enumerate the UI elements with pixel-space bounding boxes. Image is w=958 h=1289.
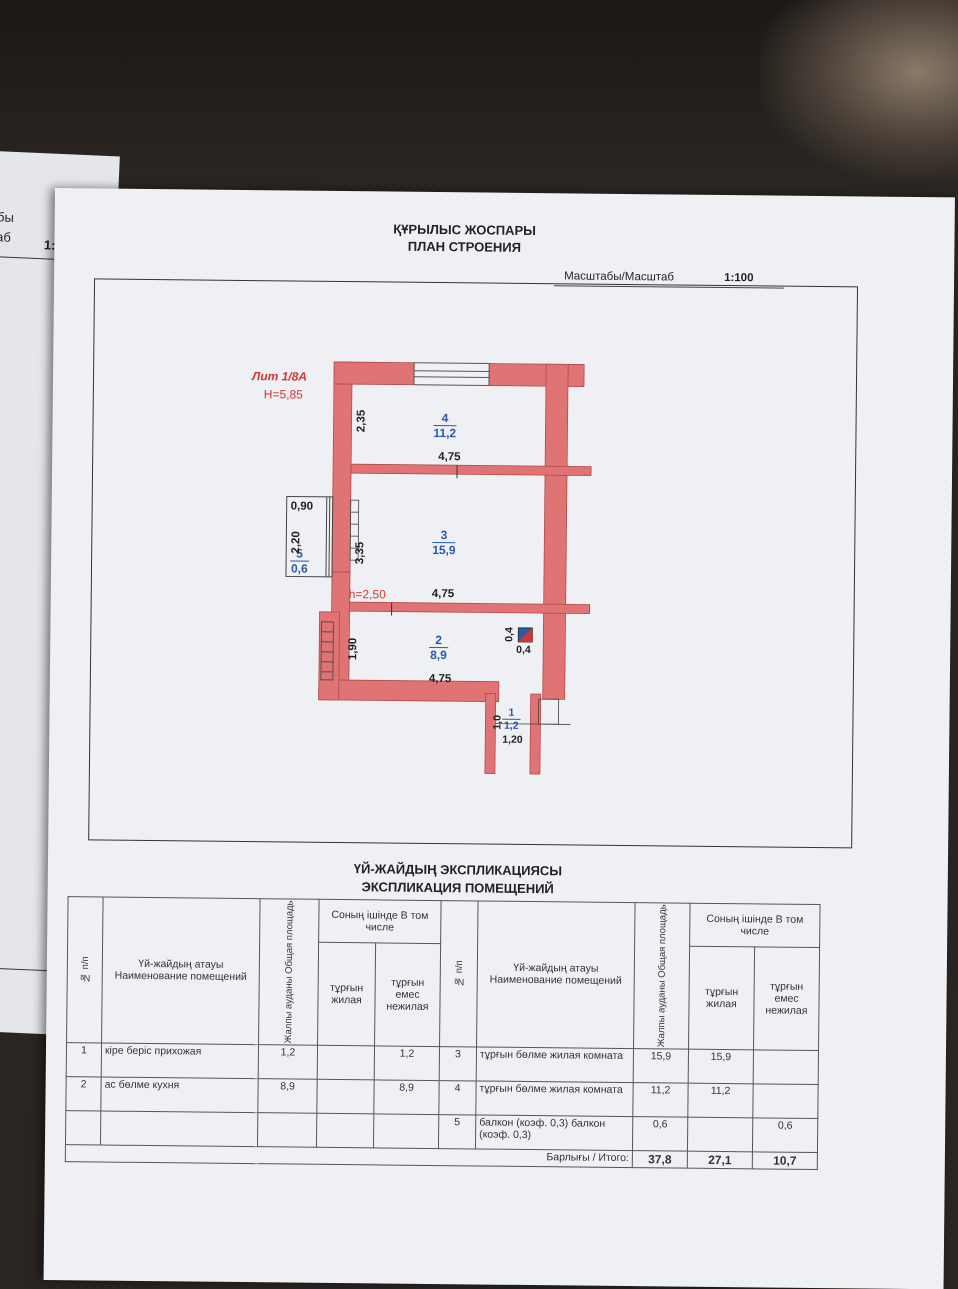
scale-label: Масштабы/Масштаб [564,270,674,283]
room-2: 2 8,9 [429,633,448,662]
room-3: 3 15,9 [432,528,456,557]
room-4-number: 4 [434,411,457,426]
background-lamp-glow [760,0,958,180]
dim-room4-width: 4,75 [438,451,461,463]
floor-plan [89,279,857,847]
room-4-area: 11,2 [433,426,456,440]
dim-balcony-width: 0,90 [291,500,314,512]
col-nonliving: тұрғын емес нежилая [375,943,441,1047]
col-living: тұрғын жилая [318,942,376,1045]
col-total-2: Жалпы ауданы Общая площадь [634,903,691,1049]
document-sheet: ҚҰРЫЛЫС ЖОСПАРЫ ПЛАН СТРОЕНИЯ Масштабы/М… [44,188,955,1289]
scale-row: Масштабы/Масштаб 1:100 [564,270,674,283]
dim-room3-depth: 3,35 [354,542,366,565]
room-1-area: 1,2 [504,720,519,732]
room-2-number: 2 [429,633,448,648]
room-4: 4 11,2 [433,411,456,440]
col-num: № п/п [67,897,104,1043]
dim-room3-width: 4,75 [432,588,455,600]
room-1-number: 1 [502,707,520,720]
room-5-area: 0,6 [291,561,308,575]
col-num-2: № п/п [440,901,479,1047]
dim-room2-width: 4,75 [429,673,452,685]
dim-balcony-length: 2,20 [290,531,302,554]
scale-value: 1:100 [724,272,754,284]
dim-chimney: 0,4 [516,644,531,656]
room-2-area: 8,9 [430,648,447,662]
total-nonliving: 10,7 [752,1152,817,1170]
room-3-number: 3 [432,528,456,543]
dim-room4-depth: 2,35 [355,410,367,433]
left-page-text-1: бы [0,209,14,225]
plan-lit-label: Лит 1/8А [252,369,307,384]
dim-room2-depth: 1,90 [347,638,359,661]
dim-chimney-v: 0,4 [503,627,515,642]
dim-room1-depth: 1,0 [491,715,503,730]
plan-height-label: H=5,85 [264,387,303,401]
total-area: 37,8 [632,1150,687,1168]
room-3-area: 15,9 [432,543,456,557]
left-page-text-2: аб [0,229,11,245]
room-1: 1 1,2 [502,707,520,732]
plan-frame: Лит 1/8А H=5,85 h=2,50 4 11,2 3 15,9 5 0… [88,278,858,848]
col-name: Үй-жайдың атауы Наименование помещений [102,897,261,1044]
col-name-2: Үй-жайдың атауы Наименование помещений [477,901,636,1048]
col-living-2: тұрғын жилая [689,946,755,1050]
total-living: 27,1 [687,1151,752,1169]
explication-table: № п/п Үй-жайдың атауы Наименование помещ… [65,896,821,1170]
plan-subheight-label: h=2,50 [349,587,386,601]
table-header-row: № п/п Үй-жайдың атауы Наименование помещ… [68,897,820,948]
col-incl: Соның ішінде В том числе [319,899,441,943]
col-nonliving-2: тұрғын емес нежилая [754,947,820,1051]
dim-room1-width: 1,20 [502,734,523,746]
col-incl-2: Соның ішінде В том числе [690,903,820,947]
col-total: Жалпы ауданы Общая площадь [259,899,320,1045]
